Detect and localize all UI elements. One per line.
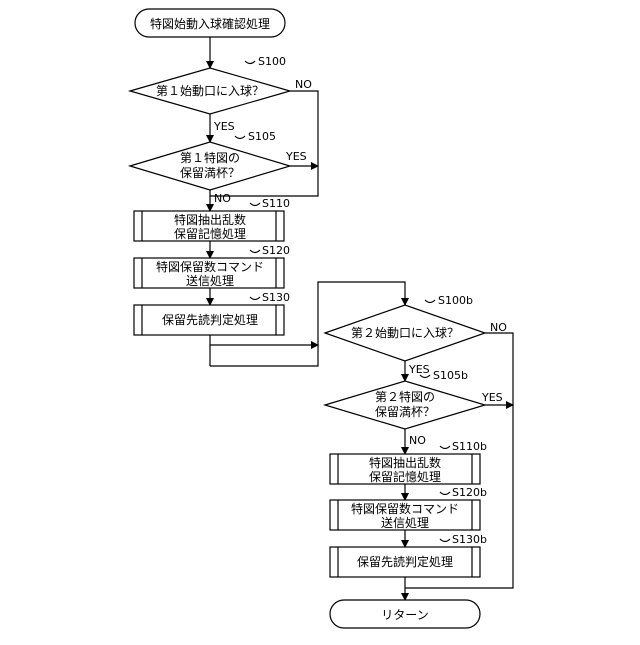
decision-s100: 第１始動口に入球？ — [130, 68, 290, 114]
no-label: NO — [409, 434, 426, 447]
step-leader — [440, 492, 450, 495]
step-label: S130 — [262, 291, 290, 304]
step-label: S120 — [262, 244, 290, 257]
start-terminal: 特図始動入球確認処理 — [135, 9, 285, 37]
yes-label: YES — [481, 391, 503, 404]
process-label-line2: 保留記憶処理 — [174, 226, 246, 241]
process-label: 保留先読判定処理 — [162, 312, 258, 327]
decision-s105b: 第２特図の 保留満杯？ — [325, 381, 485, 429]
process-label-line1: 特図保留数コマンド — [351, 501, 459, 516]
yes-label: YES — [285, 150, 307, 163]
step-leader — [250, 250, 260, 253]
decision-label: 第２始動口に入球？ — [351, 326, 459, 340]
end-label: リターン — [381, 608, 428, 622]
process-s130: 保留先読判定処理 — [134, 305, 284, 335]
process-label-line2: 送信処理 — [186, 273, 234, 288]
step-label: S110b — [452, 440, 487, 453]
process-s130b: 保留先読判定処理 — [330, 547, 480, 577]
decision-label: 第１始動口に入球？ — [156, 84, 264, 98]
no-label: NO — [214, 192, 231, 205]
process-label-line2: 送信処理 — [381, 515, 429, 530]
step-leader — [235, 136, 245, 139]
process-s110: 特図抽出乱数 保留記憶処理 — [134, 211, 284, 241]
process-s110b: 特図抽出乱数 保留記憶処理 — [330, 454, 480, 484]
decision-label-line2: 保留満杯？ — [180, 166, 240, 180]
process-s120: 特図保留数コマンド 送信処理 — [134, 258, 284, 288]
step-leader — [245, 61, 255, 64]
step-label: S120b — [452, 486, 487, 499]
step-leader — [250, 203, 260, 206]
step-leader — [425, 300, 435, 303]
decision-s105: 第１特図の 保留満杯？ — [130, 142, 290, 190]
end-terminal: リターン — [330, 600, 480, 628]
process-label-line1: 特図保留数コマンド — [156, 259, 264, 274]
no-label: NO — [295, 78, 312, 91]
step-leader — [440, 539, 450, 542]
process-label-line1: 特図抽出乱数 — [174, 212, 246, 227]
step-label: S100 — [258, 55, 286, 68]
step-label: S105 — [248, 130, 276, 143]
process-label-line1: 特図抽出乱数 — [369, 455, 441, 470]
step-leader — [440, 446, 450, 449]
step-label: S105b — [433, 369, 468, 382]
step-leader — [250, 297, 260, 300]
yes-label: YES — [408, 363, 430, 376]
decision-label-line1: 第２特図の — [375, 389, 435, 404]
process-label: 保留先読判定処理 — [357, 554, 453, 569]
start-label: 特図始動入球確認処理 — [150, 16, 270, 31]
decision-label-line1: 第１特図の — [180, 150, 240, 165]
no-label: NO — [490, 321, 507, 334]
decision-label-line2: 保留満杯？ — [375, 405, 435, 419]
process-s120b: 特図保留数コマンド 送信処理 — [330, 500, 480, 530]
step-label: S100b — [438, 294, 473, 307]
decision-s100b: 第２始動口に入球？ — [325, 305, 485, 361]
step-label: S130b — [452, 533, 487, 546]
process-label-line2: 保留記憶処理 — [369, 469, 441, 484]
yes-label: YES — [213, 120, 235, 133]
step-label: S110 — [262, 197, 290, 210]
